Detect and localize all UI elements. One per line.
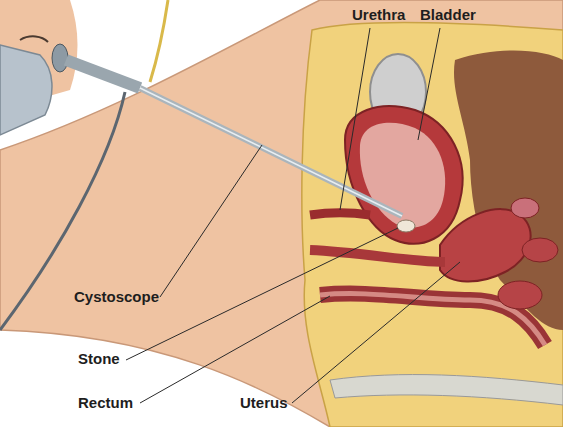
scope-shaft <box>140 88 402 216</box>
leader-line <box>140 296 330 403</box>
scope-highlight <box>140 88 402 216</box>
part-label: Bladder <box>420 6 476 24</box>
scope-eyepiece <box>52 44 68 72</box>
vagina-tube <box>310 250 445 262</box>
urethra-tube <box>310 213 370 215</box>
part-label: Stone <box>78 350 120 368</box>
abdominal-cavity <box>454 51 563 330</box>
bladder-cavity <box>360 123 445 228</box>
intestine-loop <box>522 238 558 262</box>
leader-line <box>126 228 398 360</box>
scope-body <box>66 60 140 88</box>
light-cable <box>150 0 168 82</box>
doctor-eye <box>20 36 48 42</box>
leader-line <box>292 262 460 403</box>
bladder-stone <box>397 220 415 232</box>
part-label: Uterus <box>240 394 288 412</box>
bladder-wall <box>345 106 463 243</box>
fat-layer <box>302 22 563 427</box>
leader-line <box>160 145 262 297</box>
surgical-mask <box>0 45 52 135</box>
intestine-loop <box>498 281 542 309</box>
leader-line <box>340 28 370 210</box>
uterus-organ <box>440 209 531 281</box>
ovary <box>511 198 539 218</box>
sacrum-bone <box>330 375 563 405</box>
leader-line <box>418 28 440 140</box>
part-label: Urethra <box>352 6 405 24</box>
part-label: Rectum <box>78 394 133 412</box>
leader-lines <box>126 28 460 403</box>
part-label: Cystoscope <box>74 288 159 306</box>
